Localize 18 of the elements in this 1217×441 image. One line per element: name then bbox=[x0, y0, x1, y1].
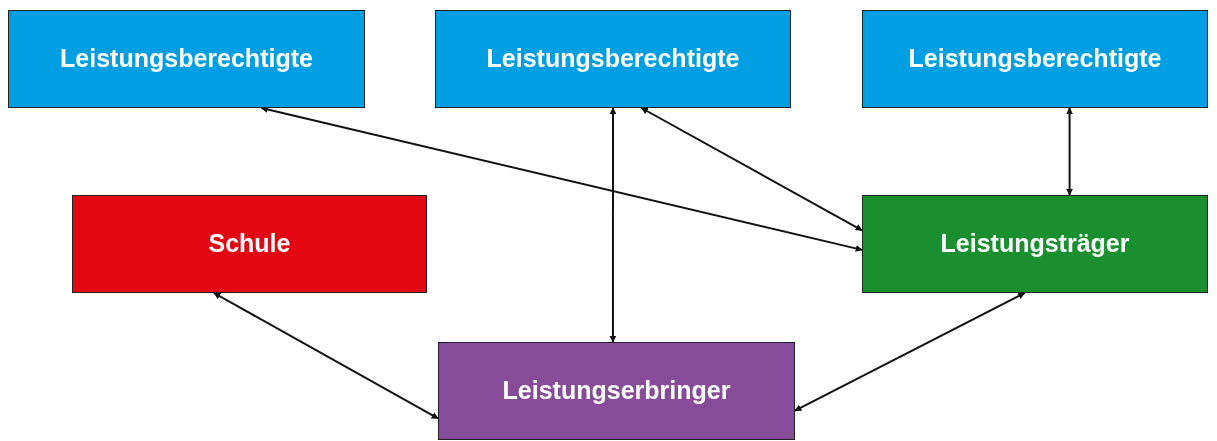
double-arrow bbox=[794, 292, 1026, 412]
box-label: Schule bbox=[207, 228, 292, 260]
box-label: Leistungsberechtigte bbox=[907, 43, 1163, 75]
process-box bbox=[72, 195, 427, 293]
box-label: Leistungsberechtigte bbox=[59, 43, 314, 75]
process-box bbox=[435, 10, 791, 108]
double-arrow bbox=[640, 107, 863, 232]
process-box bbox=[438, 342, 795, 440]
process-box bbox=[862, 10, 1208, 108]
double-arrow bbox=[1066, 107, 1074, 196]
process-box bbox=[8, 10, 365, 108]
box-label: Leistungsträger bbox=[939, 228, 1131, 260]
double-arrow bbox=[260, 106, 863, 252]
double-arrow bbox=[213, 292, 439, 420]
double-arrow bbox=[609, 107, 617, 343]
process-box bbox=[862, 195, 1208, 293]
box-label: Leistungserbringer bbox=[501, 375, 732, 407]
box-label: Leistungsberechtigte bbox=[485, 43, 741, 75]
